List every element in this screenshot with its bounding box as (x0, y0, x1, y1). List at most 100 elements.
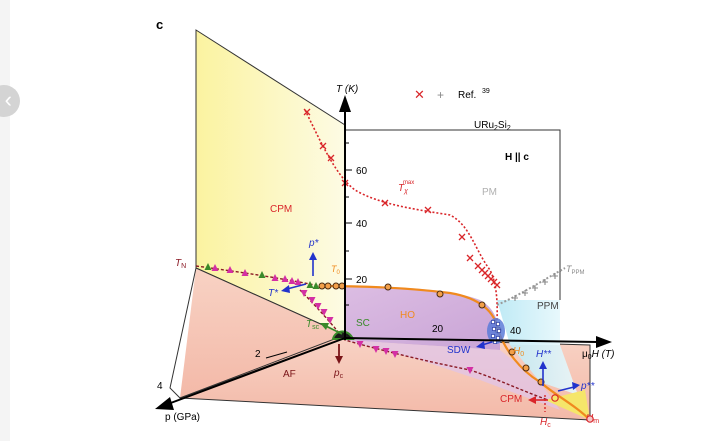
compound-name: URu2Si2 (474, 120, 511, 132)
legend-ref-number: 39 (482, 88, 490, 95)
phase-pm: PM (482, 187, 497, 198)
field-axis (344, 337, 599, 343)
triangle-marker (281, 275, 289, 282)
triangle-marker (372, 346, 380, 353)
h-tick-40: 40 (510, 326, 522, 337)
phase-cpm-lower: CPM (500, 394, 522, 405)
field-orientation: H || c (505, 152, 529, 163)
triangle-marker (271, 274, 279, 281)
triangle-marker (211, 264, 219, 271)
triangle-marker (326, 317, 334, 324)
tchi-max-line (304, 109, 498, 321)
plus-marker (512, 295, 518, 301)
af-floor-markers (300, 290, 474, 374)
p-tick-2: 2 (255, 349, 261, 360)
arrow-pc (335, 344, 343, 364)
temperature-axis-arrow (339, 95, 351, 112)
square-marker (491, 320, 495, 324)
square-marker (496, 336, 500, 340)
triangle-marker (320, 309, 328, 316)
temperature-axis-label: T (K) (336, 84, 358, 95)
cross-marker (458, 233, 466, 241)
phase-ppm: PPM (537, 301, 559, 312)
label-p-star: p* (308, 238, 320, 249)
hc-marker (551, 394, 559, 402)
arrow-p-double-star (557, 382, 580, 392)
label-tsc: Tsc (306, 319, 320, 331)
arrow-sdw (476, 341, 493, 349)
legend-cross-marker: ✕ (414, 87, 425, 102)
triangle-marker (312, 282, 320, 289)
triangle-marker (382, 348, 390, 355)
cross-marker (381, 199, 389, 207)
ho-region (345, 286, 500, 350)
field-axis-arrow (596, 336, 612, 348)
plus-marker (522, 290, 528, 296)
label-t-star: T* (268, 288, 279, 299)
plus-marker (532, 285, 538, 291)
phase-sc: SC (356, 318, 370, 329)
label-pc: pc (333, 368, 344, 380)
field-axis-label: μ0H (T) (582, 349, 614, 361)
label-p-double-star: p** (580, 381, 595, 392)
ppm-region (497, 300, 560, 345)
tn-line (195, 265, 321, 287)
triangle-marker (466, 367, 474, 374)
pressure-axis (167, 337, 346, 405)
label-tn: TN (175, 258, 186, 270)
t-tick-40: 40 (356, 219, 368, 230)
square-marker (497, 329, 501, 333)
left-edge-strip (0, 0, 10, 441)
panel-letter: c (156, 17, 163, 32)
label-h-double-star: H** (536, 349, 552, 360)
ho-floor-region (345, 340, 560, 410)
arrow-h-double-star (539, 361, 547, 386)
previous-figure-button[interactable]: ‹ (0, 85, 20, 117)
cross-marker (303, 108, 311, 116)
square-marker (491, 334, 495, 338)
tn-markers (211, 264, 302, 285)
label-hc: Hc (540, 417, 551, 429)
plus-marker (552, 273, 558, 279)
label-t0: T0 (331, 264, 341, 276)
triangle-marker (308, 297, 316, 304)
arrow-t-star (281, 283, 307, 293)
cross-marker (493, 281, 501, 289)
circle-marker (436, 290, 444, 298)
t-tick-20: 20 (356, 275, 368, 286)
sdw-cluster (487, 318, 505, 344)
t0-markers-left (204, 263, 320, 289)
af-region-tp-plane (180, 268, 345, 398)
phase-sdw: SDW (447, 345, 471, 356)
circle-marker (522, 364, 530, 372)
triangle-marker (226, 266, 234, 273)
phase-cpm-upper: CPM (270, 204, 292, 215)
tppm-line (496, 267, 566, 306)
triangle-marker (241, 269, 249, 276)
tppm-markers (512, 273, 558, 301)
p-tick-2-mark (265, 351, 288, 359)
legend-plus-marker: + (437, 88, 444, 102)
p-tick-4: 4 (157, 381, 163, 392)
phase-ho: HO (400, 310, 415, 321)
hm-marker (586, 415, 594, 423)
plus-marker (542, 279, 548, 285)
square-marker (492, 327, 496, 331)
label-h0: H0 (513, 346, 524, 358)
triangle-marker (306, 281, 314, 288)
triangle-marker (391, 351, 399, 358)
ppm-lower-region (510, 345, 578, 395)
triangle-marker (288, 277, 296, 284)
circle-marker (478, 301, 486, 309)
triangle-marker (258, 271, 266, 278)
th-plane-background (345, 125, 560, 300)
label-tchi-max: Tχmax (398, 180, 414, 195)
pressure-axis-label: p (GPa) (165, 412, 200, 423)
af-floor-boundary (299, 289, 549, 401)
cross-marker (424, 206, 432, 214)
phase-af: AF (283, 369, 296, 380)
square-marker (496, 322, 500, 326)
label-tppm: TPPM (566, 264, 585, 276)
triangle-marker (314, 303, 322, 310)
